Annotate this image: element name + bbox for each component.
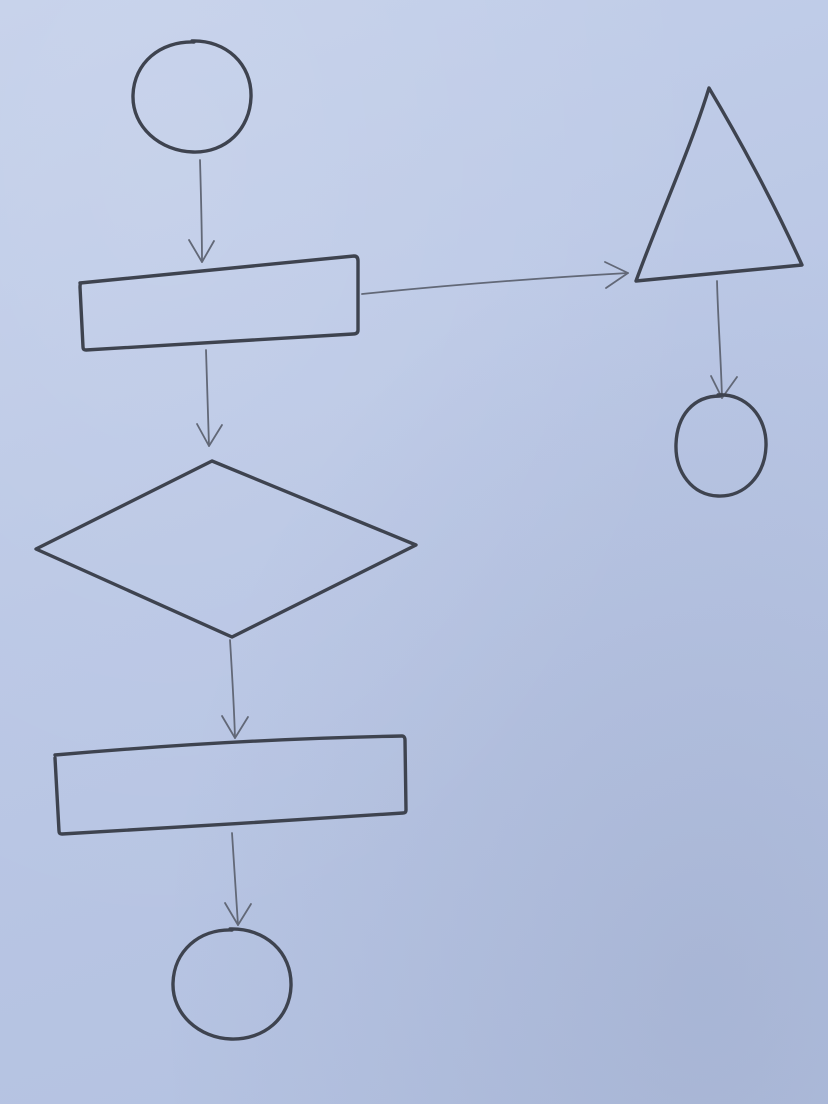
branch-end-circle <box>674 393 768 498</box>
branch-triangle <box>634 86 804 283</box>
process-box-1 <box>78 254 360 352</box>
start-circle <box>131 39 253 154</box>
arrow-decision-to-process-2 <box>221 639 249 739</box>
arrow-process-1-to-decision <box>196 349 223 447</box>
arrow-branch-to-end <box>710 280 738 399</box>
process-box-2 <box>53 734 408 836</box>
arrow-start-to-process-1 <box>188 159 215 263</box>
arrow-process-2-to-end <box>224 832 252 926</box>
decision-diamond <box>34 459 418 639</box>
arrow-process-1-to-branch <box>361 261 629 295</box>
end-circle <box>171 927 293 1041</box>
